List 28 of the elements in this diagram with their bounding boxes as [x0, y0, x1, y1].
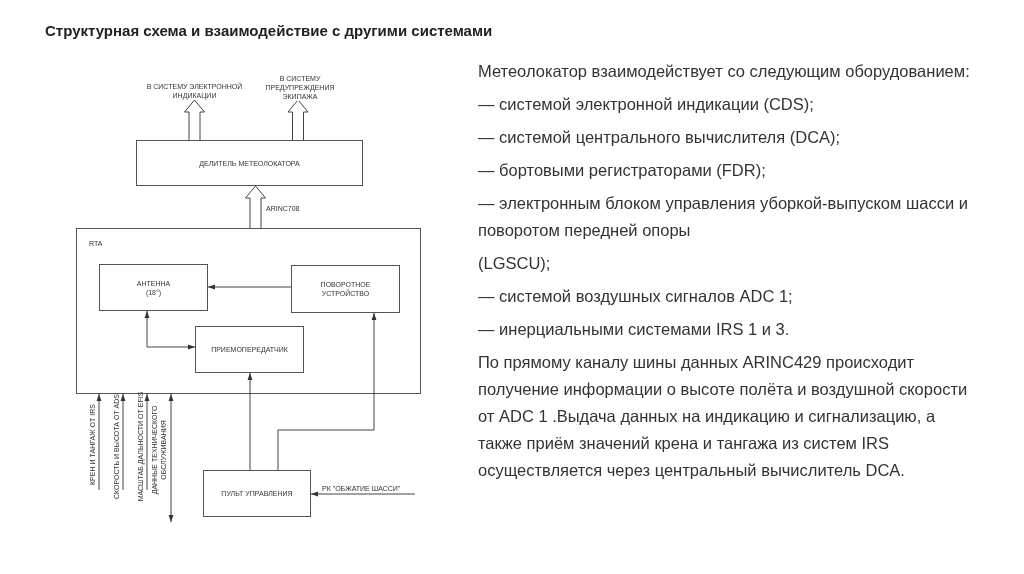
arrow — [310, 491, 416, 497]
process-box — [99, 264, 208, 311]
process-box — [291, 265, 400, 313]
process-box — [136, 140, 363, 186]
arrow — [144, 310, 196, 350]
arrow — [207, 284, 292, 290]
hollow-arrow — [184, 99, 205, 141]
paragraph: — системой центрального вычислителя (DCA); — [478, 127, 842, 148]
arrow — [144, 393, 150, 491]
hollow-arrow — [245, 185, 266, 229]
paragraph: По прямому каналу шины данных ARINC429 происходит получение информации о высоте полёта и воздушной скорости от ADC 1 .Выдача данных на индикацию и сигнализацию, а также приём значений крена и тангажа из систем IRS осуществляется через центральный вычислитель DCA. — [478, 352, 969, 481]
title: Структурная схема и взаимодействие с другими системами — [45, 22, 493, 39]
paragraph: — системой электронной индикации (CDS); — [478, 94, 815, 115]
process-box — [203, 470, 311, 517]
paragraph: (LGSCU); — [478, 253, 552, 274]
paragraph: — бортовыми регистраторами (FDR); — [478, 160, 767, 181]
arrow — [96, 393, 102, 491]
paragraph: Метеолокатор взаимодействует со следующим оборудованием: — [478, 61, 971, 82]
group-box — [76, 228, 421, 394]
paragraph: — электронным блоком управления уборкой-выпуском шасси и поворотом передней опоры — [478, 193, 969, 241]
arrow — [247, 372, 253, 471]
process-box — [195, 326, 304, 373]
arrow — [277, 312, 377, 471]
paragraph: — инерциальными системами IRS 1 и 3. — [478, 319, 791, 340]
paragraph: — системой воздушных сигналов ADC 1; — [478, 286, 794, 307]
arrow — [168, 393, 174, 523]
arrow — [120, 393, 126, 491]
hollow-arrow — [287, 99, 309, 141]
